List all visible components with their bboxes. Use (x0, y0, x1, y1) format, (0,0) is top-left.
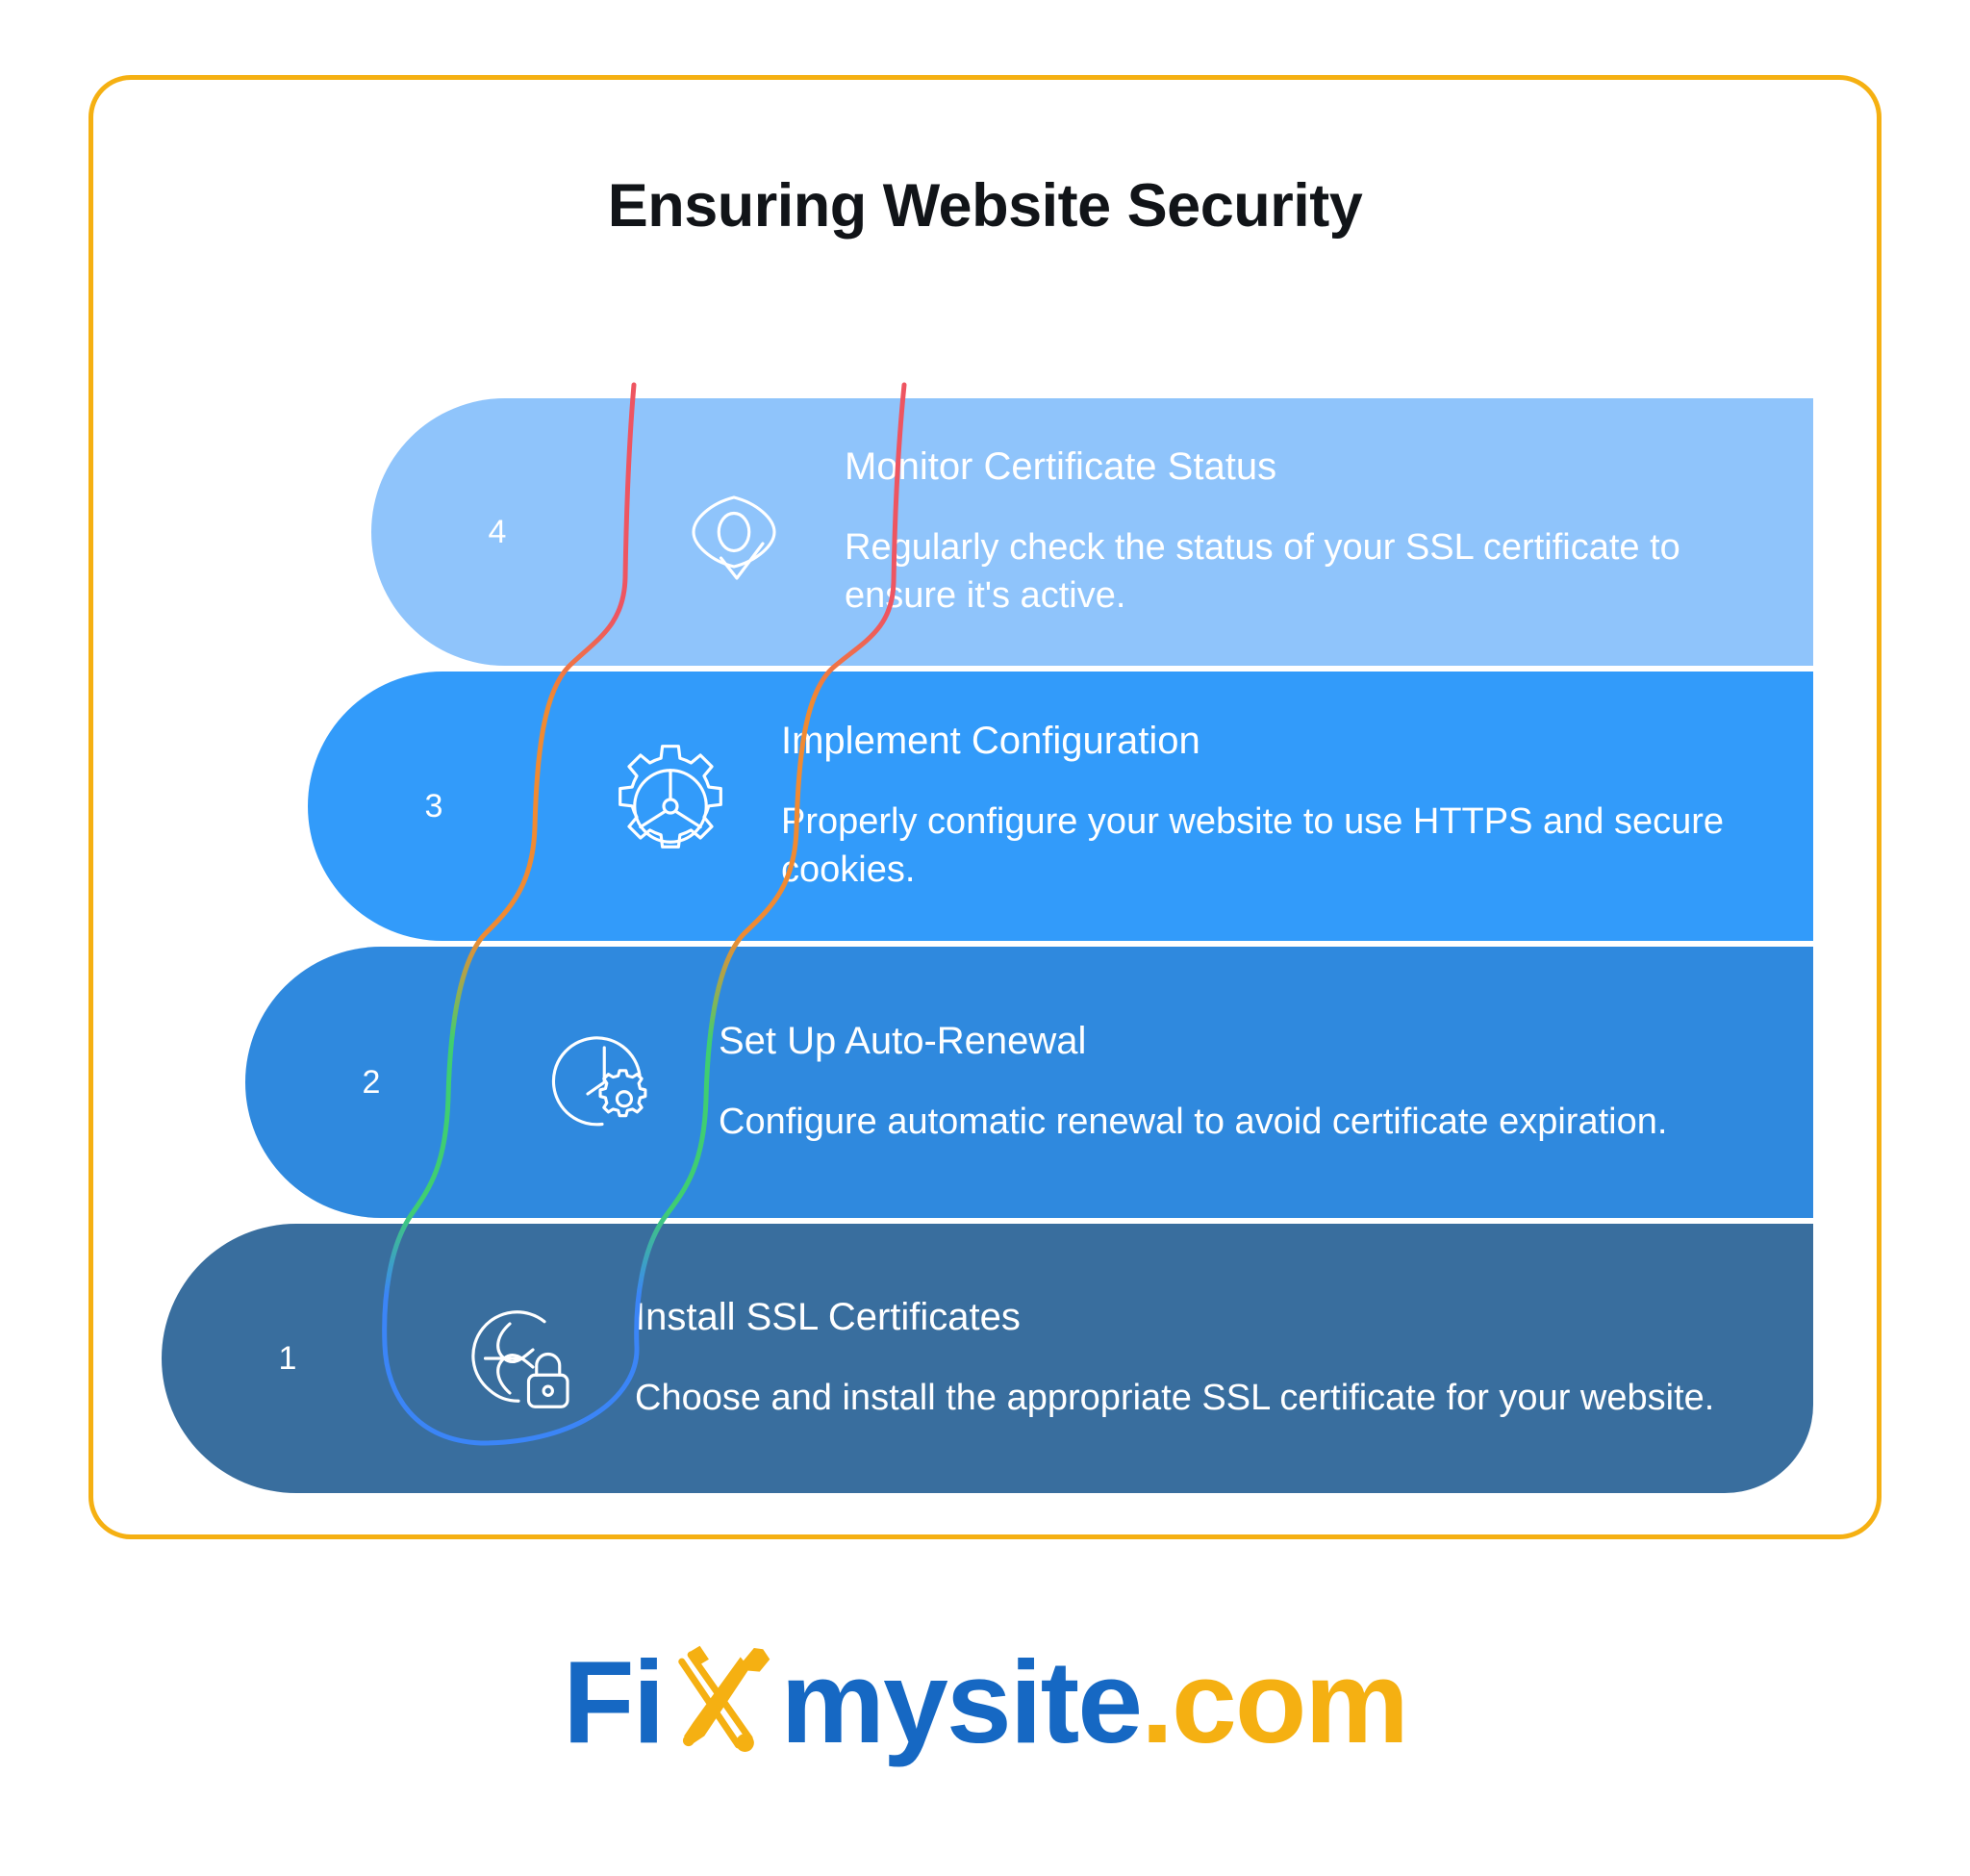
step-description-1: Choose and install the appropriate SSL c… (635, 1377, 1715, 1418)
brand-logo[interactable]: Fi mysite.com (0, 1641, 1970, 1762)
logo-text-com: .com (1141, 1636, 1409, 1767)
step-description-4: Regularly check the status of your SSL c… (845, 527, 1680, 616)
page-title: Ensuring Website Security (607, 172, 1363, 240)
step-heading-4: Monitor Certificate Status (845, 445, 1277, 489)
step-heading-2: Set Up Auto-Renewal (719, 1019, 1087, 1062)
step-heading-3: Implement Configuration (781, 720, 1200, 763)
logo-text-fi: Fi (563, 1636, 665, 1767)
step-number-1: 1 (278, 1339, 297, 1377)
step-text-3: Implement Configuration Properly configu… (781, 672, 1813, 941)
step-number-3: 3 (424, 787, 443, 824)
step-text-1: Install SSL Certificates Choose and inst… (635, 1224, 1813, 1493)
step-number-4: 4 (488, 513, 507, 550)
step-row-3[interactable]: 3 Implement Configuration Properly confi… (308, 672, 1813, 941)
globe-lock-icon (414, 1224, 635, 1493)
step-row-4[interactable]: 4 Monitor Certificate Status Regularly c… (371, 398, 1813, 666)
step-number-2: 2 (362, 1063, 381, 1101)
step-row-2[interactable]: 2 Set Up Auto-Renewal Configure automati… (245, 947, 1813, 1218)
logo-text-mysite: mysite (780, 1636, 1144, 1767)
eye-check-icon (623, 398, 845, 666)
step-row-1[interactable]: 1 Install SSL Certificates Choose and in… (162, 1224, 1813, 1493)
crossed-screwdriver-wrench-icon (666, 1641, 779, 1762)
step-heading-1: Install SSL Certificates (635, 1295, 1021, 1338)
clock-gear-icon (497, 947, 719, 1218)
gear-icon (560, 672, 781, 941)
step-description-2: Configure automatic renewal to avoid cer… (719, 1101, 1668, 1142)
step-text-4: Monitor Certificate Status Regularly che… (845, 398, 1813, 666)
step-description-3: Properly configure your website to use H… (781, 801, 1725, 890)
step-text-2: Set Up Auto-Renewal Configure automatic … (719, 947, 1813, 1218)
